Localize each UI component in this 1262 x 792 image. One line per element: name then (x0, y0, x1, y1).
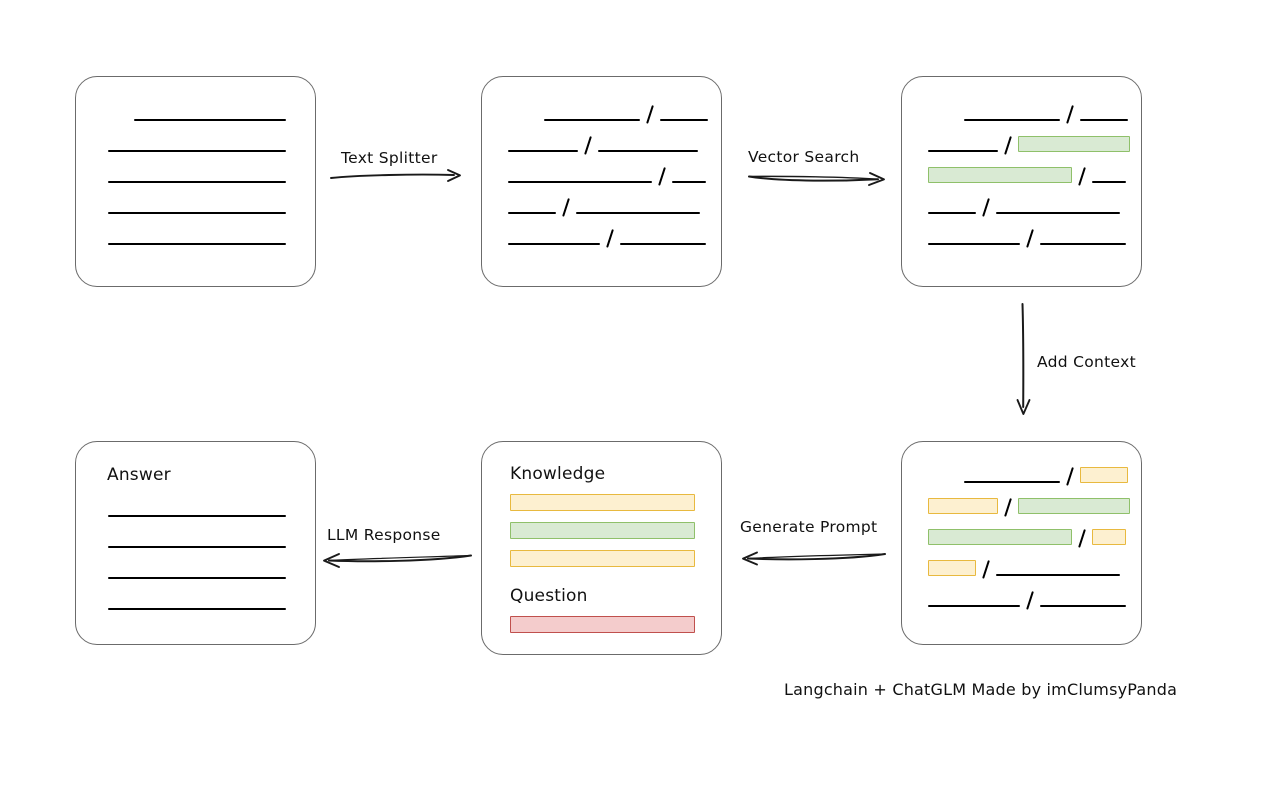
arrow-label-llm-response: LLM Response (327, 526, 441, 544)
chunk-separator-slash (1004, 498, 1013, 517)
text-rule-line (964, 119, 1060, 121)
text-rule-line (108, 150, 286, 152)
vector-search-arrow (748, 172, 885, 186)
green-highlight-chip (928, 529, 1072, 545)
chunk-separator-slash (1078, 167, 1087, 186)
chunk-separator-slash (1026, 229, 1035, 248)
text-rule-line (620, 243, 706, 245)
generate-prompt-arrow (742, 551, 886, 566)
matched-chunks-lines (902, 77, 1141, 286)
text-rule-line (1080, 119, 1128, 121)
yellow-prompt-bar (510, 550, 695, 567)
matched-chunks-box[interactable] (901, 76, 1142, 287)
context-chunks-box[interactable] (901, 441, 1142, 645)
arrow-label-text-splitter: Text Splitter (341, 149, 438, 167)
text-rule-line (134, 119, 286, 121)
text-rule-line (928, 605, 1020, 607)
text-rule-line (964, 481, 1060, 483)
yellow-highlight-chip (928, 560, 976, 576)
text-rule-line (928, 150, 998, 152)
chunk-separator-slash (606, 229, 615, 248)
chunk-separator-slash (562, 198, 571, 217)
text-rule-line (1040, 243, 1126, 245)
text-rule-line (996, 212, 1120, 214)
arrow-label-generate-prompt: Generate Prompt (740, 518, 878, 536)
chunk-separator-slash (982, 198, 991, 217)
green-highlight-chip (1018, 498, 1130, 514)
green-highlight-chip (928, 167, 1072, 183)
chunk-separator-slash (1066, 105, 1075, 124)
text-rule-line (672, 181, 706, 183)
chunk-separator-slash (584, 136, 593, 155)
green-highlight-chip (1018, 136, 1130, 152)
split-chunks-box[interactable] (481, 76, 722, 287)
red-prompt-bar (510, 616, 695, 633)
answer-lines (76, 442, 315, 644)
text-rule-line (1040, 605, 1126, 607)
arrow-label-vector-search: Vector Search (748, 148, 860, 166)
chunk-separator-slash (1078, 529, 1087, 548)
text-rule-line (108, 515, 286, 517)
split-chunks-lines (482, 77, 721, 286)
text-rule-line (508, 243, 600, 245)
chunk-separator-slash (1004, 136, 1013, 155)
diagram-caption: Langchain + ChatGLM Made by imClumsyPand… (784, 680, 1178, 699)
yellow-prompt-bar (510, 494, 695, 511)
text-rule-line (108, 546, 286, 548)
text-rule-line (576, 212, 700, 214)
yellow-highlight-chip (1080, 467, 1128, 483)
arrow-label-add-context: Add Context (1037, 353, 1136, 371)
green-prompt-bar (510, 522, 695, 539)
chunk-separator-slash (658, 167, 667, 186)
chunk-separator-slash (1026, 591, 1035, 610)
text-rule-line (928, 243, 1020, 245)
text-rule-line (928, 212, 976, 214)
text-rule-line (108, 577, 286, 579)
yellow-highlight-chip (1092, 529, 1126, 545)
context-chunks-lines (902, 442, 1141, 644)
prompt-section-heading-1: Knowledge (510, 464, 606, 484)
text-rule-line (108, 243, 286, 245)
text-rule-line (508, 212, 556, 214)
yellow-highlight-chip (928, 498, 998, 514)
chunk-separator-slash (646, 105, 655, 124)
source-document-box[interactable] (75, 76, 316, 287)
text-rule-line (508, 150, 578, 152)
text-rule-line (598, 150, 698, 152)
text-rule-line (108, 608, 286, 610)
text-rule-line (544, 119, 640, 121)
text-rule-line (508, 181, 652, 183)
text-rule-line (1092, 181, 1126, 183)
text-splitter-arrow (330, 169, 461, 182)
source-document-lines (76, 77, 315, 286)
prompt-section-heading-2: Question (510, 586, 588, 606)
answer-heading: Answer (107, 465, 171, 485)
text-rule-line (108, 181, 286, 183)
chunk-separator-slash (1066, 467, 1075, 486)
chunk-separator-slash (982, 560, 991, 579)
add-context-arrow (1016, 303, 1031, 415)
text-rule-line (108, 212, 286, 214)
llm-response-arrow (323, 553, 472, 568)
answer-box[interactable]: Answer (75, 441, 316, 645)
text-rule-line (660, 119, 708, 121)
text-rule-line (996, 574, 1120, 576)
